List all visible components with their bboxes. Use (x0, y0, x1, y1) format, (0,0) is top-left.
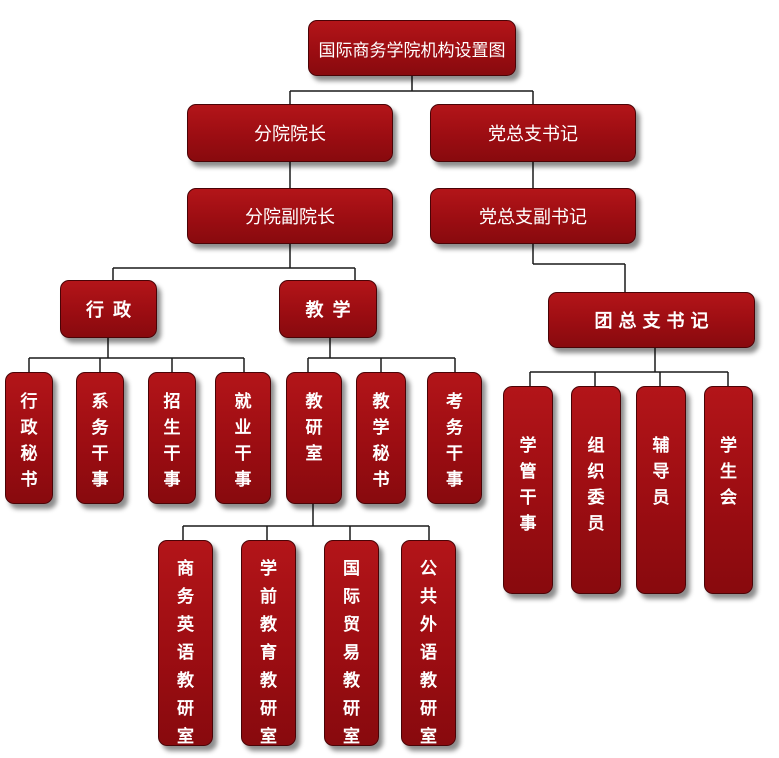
party-secretary-label: 党总支书记 (488, 124, 578, 145)
branch-dean-label: 分院院长 (254, 124, 326, 145)
business-english-office-label: 商务英语教研室 (177, 559, 194, 747)
party-deputy-secretary-node: 党总支副书记 (430, 188, 636, 244)
admin-secretary-node: 行政秘书 (5, 372, 53, 504)
teaching-research-office-node: 教研室 (286, 372, 342, 504)
preschool-education-office-label: 学前教育教研室 (260, 559, 277, 747)
enrollment-clerk-node: 招生干事 (148, 372, 196, 504)
teaching-secretary-label: 教学秘书 (372, 392, 390, 490)
exam-clerk-label: 考务干事 (446, 392, 463, 490)
department-clerk-node: 系务干事 (76, 372, 124, 504)
root-node: 国际商务学院机构设置图 (308, 20, 516, 76)
business-english-office-node: 商务英语教研室 (158, 540, 213, 747)
admin-secretary-label: 行政秘书 (20, 392, 38, 490)
public-foreign-language-office-label: 公共外语教研室 (420, 559, 437, 747)
employment-clerk-label: 就业干事 (234, 392, 252, 490)
preschool-education-office-node: 学前教育教研室 (241, 540, 296, 747)
counselor-node: 辅导员 (636, 386, 686, 594)
department-clerk-label: 系务干事 (91, 392, 109, 490)
student-union-label: 学生会 (720, 436, 737, 508)
public-foreign-language-office-node: 公共外语教研室 (401, 540, 456, 747)
international-trade-office-label: 国际贸易教研室 (343, 559, 360, 747)
branch-dean-node: 分院院长 (187, 104, 393, 162)
party-secretary-node: 党总支书记 (430, 104, 636, 162)
employment-clerk-node: 就业干事 (215, 372, 271, 504)
administration-node: 行政 (60, 280, 157, 338)
party-deputy-secretary-label: 党总支副书记 (479, 207, 587, 228)
youth-league-secretary-node: 团总支书记 (548, 292, 755, 348)
vice-dean-label: 分院副院长 (245, 207, 335, 228)
enrollment-clerk-label: 招生干事 (163, 392, 181, 490)
teaching-label: 教学 (305, 300, 360, 321)
organization-committee-label: 组织委员 (587, 436, 605, 534)
organization-committee-node: 组织委员 (571, 386, 621, 594)
international-trade-office-node: 国际贸易教研室 (324, 540, 379, 747)
vice-dean-node: 分院副院长 (187, 188, 393, 244)
teaching-research-office-label: 教研室 (305, 392, 323, 464)
teaching-secretary-node: 教学秘书 (356, 372, 406, 504)
youth-league-secretary-label: 团总支书记 (594, 311, 715, 332)
student-affairs-clerk-label: 学管干事 (519, 436, 537, 534)
administration-label: 行政 (86, 300, 140, 321)
exam-clerk-node: 考务干事 (427, 372, 482, 504)
student-affairs-clerk-node: 学管干事 (503, 386, 553, 594)
counselor-label: 辅导员 (652, 436, 670, 508)
student-union-node: 学生会 (704, 386, 753, 594)
teaching-node: 教学 (279, 280, 377, 338)
root-label: 国际商务学院机构设置图 (318, 40, 506, 61)
